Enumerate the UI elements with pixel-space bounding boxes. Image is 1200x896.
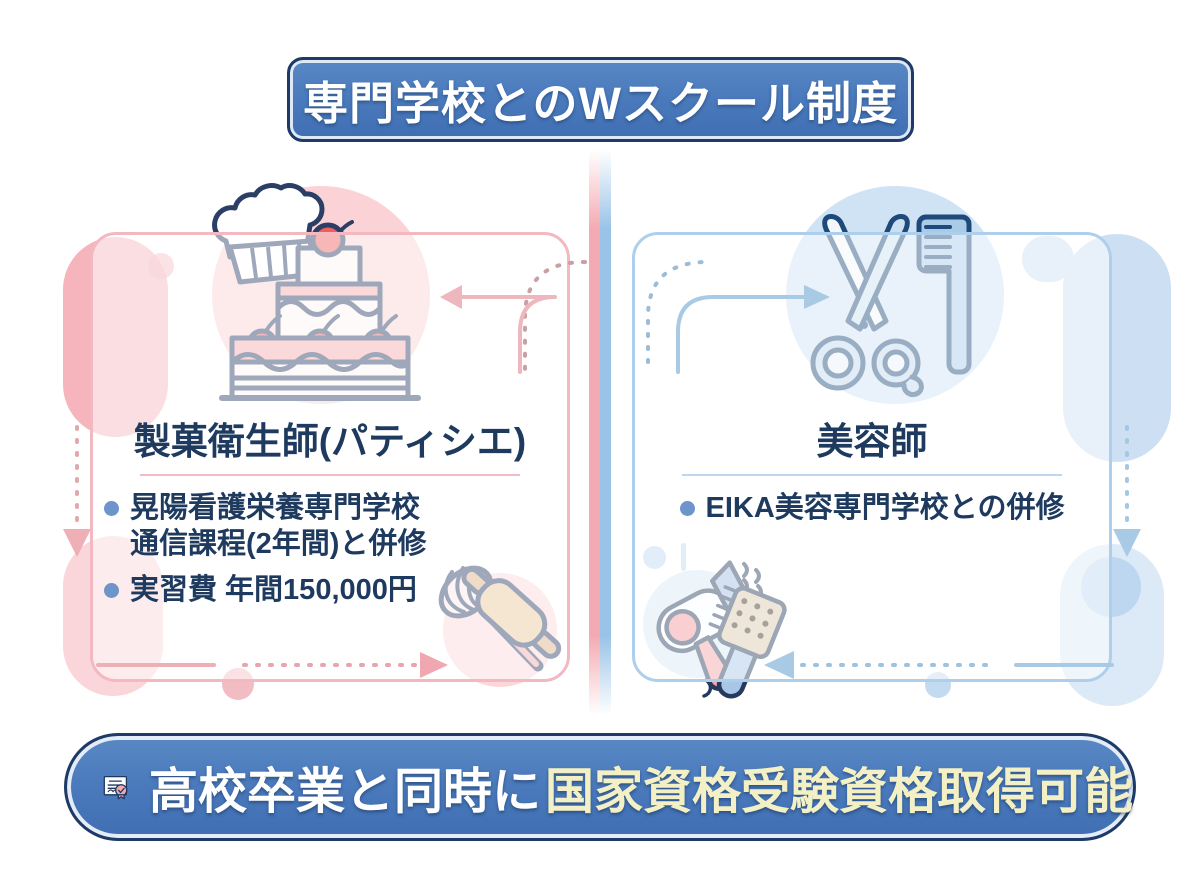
arrow-left-top	[440, 260, 587, 374]
panel-confectionery: 製菓衛生師(パティシエ) 晃陽看護栄養専門学校 通信課程(2年間)と併修 実習費…	[90, 232, 570, 682]
center-divider	[589, 150, 611, 715]
list-item: EIKA美容専門学校との併修	[646, 490, 1098, 526]
certificate-icon	[103, 775, 128, 800]
panel-title-right: 美容師	[816, 421, 928, 462]
bullet-dot-icon	[104, 500, 119, 516]
divider-pink-stripe	[589, 150, 600, 715]
panel-rule-right	[682, 473, 1062, 476]
panel-rule-left	[140, 473, 520, 476]
footer-text-normal: 高校卒業と同時に	[148, 764, 541, 819]
list-item: 晃陽看護栄養専門学校 通信課程(2年間)と併修	[104, 490, 556, 563]
panel-beautician: 美容師 EIKA美容専門学校との併修	[632, 232, 1112, 682]
panel-bullets-left: 晃陽看護栄養専門学校 通信課程(2年間)と併修 実習費 年間150,000円	[90, 490, 570, 609]
arrow-right-bottom	[764, 651, 1114, 679]
panel-frame-left	[90, 232, 570, 682]
list-item: 実習費 年間150,000円	[104, 572, 556, 608]
bullet-dot-icon	[679, 500, 695, 516]
arrow-right-outer-down	[1113, 425, 1141, 557]
bullet-text: 実習費 年間150,000円	[130, 574, 417, 607]
arrow-left-bottom	[96, 652, 448, 678]
page-title: 専門学校とのWスクール制度	[302, 78, 899, 129]
bullet-dot-icon	[104, 583, 119, 599]
title-banner: 専門学校とのWスクール制度	[287, 57, 914, 142]
footer-text-highlight: 国家資格受験資格取得可能	[544, 764, 1133, 819]
panel-text-right: 美容師 EIKA美容専門学校との併修	[632, 421, 1112, 536]
arrow-right-top	[646, 260, 830, 374]
panel-frame-right	[632, 232, 1112, 682]
bullet-text: 晃陽看護栄養専門学校 通信課程(2年間)と併修	[130, 491, 427, 560]
panel-bullets-right: EIKA美容専門学校との併修	[632, 490, 1112, 526]
bullet-text: EIKA美容専門学校との併修	[705, 491, 1065, 524]
panel-text-left: 製菓衛生師(パティシエ) 晃陽看護栄養専門学校 通信課程(2年間)と併修 実習費…	[90, 421, 570, 618]
panel-title-left: 製菓衛生師(パティシエ)	[133, 421, 527, 462]
arrow-left-outer-down	[63, 425, 91, 557]
divider-blue-stripe	[600, 150, 611, 715]
bottom-banner: 高校卒業と同時に 国家資格受験資格取得可能	[64, 733, 1136, 841]
